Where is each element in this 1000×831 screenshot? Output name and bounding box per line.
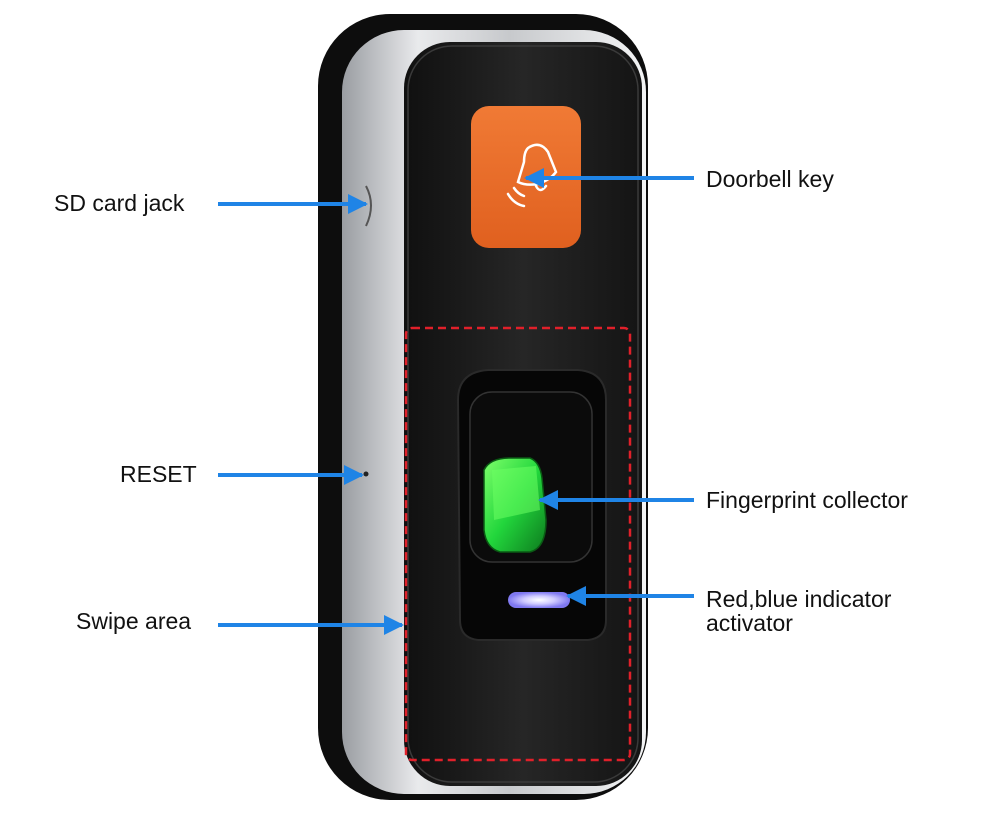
label-reset: RESET [120, 461, 197, 487]
label-indicator-line1: Red,blue indicator [706, 586, 892, 612]
sensor-reflection [492, 466, 540, 520]
label-sd-card-jack: SD card jack [54, 190, 185, 216]
sensor-region-outline [404, 326, 632, 762]
sd-card-slot [365, 185, 372, 227]
reset-hole [363, 471, 369, 477]
indicator-led [508, 592, 570, 608]
label-swipe-area: Swipe area [76, 608, 192, 634]
label-fingerprint-collector: Fingerprint collector [706, 487, 908, 513]
label-doorbell-key: Doorbell key [706, 166, 834, 192]
face-highlight [407, 45, 639, 783]
label-indicator-line2: activator [706, 610, 793, 636]
